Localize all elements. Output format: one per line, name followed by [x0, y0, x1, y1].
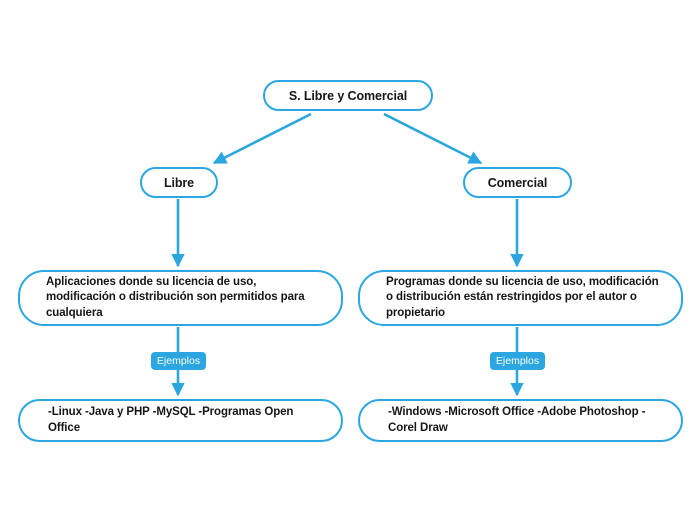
node-description-comercial-label: Programas donde su licencia de uso, modi… [386, 276, 659, 319]
node-examples-libre-label: -Linux -Java y PHP -MySQL -Programas Ope… [48, 406, 294, 434]
node-libre-label: Libre [163, 175, 195, 190]
node-comercial[interactable]: Comercial [463, 167, 572, 198]
node-examples-comercial[interactable]: -Windows -Microsoft Office -Adobe Photos… [358, 399, 683, 442]
edge-label-ejemplos-comercial[interactable]: Ejemplos [490, 352, 545, 370]
node-root[interactable]: S. Libre y Comercial [263, 80, 433, 111]
node-comercial-label: Comercial [487, 175, 548, 190]
node-description-comercial[interactable]: Programas donde su licencia de uso, modi… [358, 270, 683, 326]
node-root-label: S. Libre y Comercial [288, 88, 408, 103]
connector-root-to-comercial [383, 112, 483, 165]
node-description-libre-label: Aplicaciones donde su licencia de uso, m… [46, 276, 305, 319]
node-libre[interactable]: Libre [140, 167, 218, 198]
node-examples-libre[interactable]: -Linux -Java y PHP -MySQL -Programas Ope… [18, 399, 343, 442]
node-examples-comercial-label: -Windows -Microsoft Office -Adobe Photos… [388, 406, 646, 434]
edge-label-ejemplos-libre[interactable]: Ejemplos [151, 352, 206, 370]
node-description-libre[interactable]: Aplicaciones donde su licencia de uso, m… [18, 270, 343, 326]
connector-root-to-libre [212, 112, 312, 165]
